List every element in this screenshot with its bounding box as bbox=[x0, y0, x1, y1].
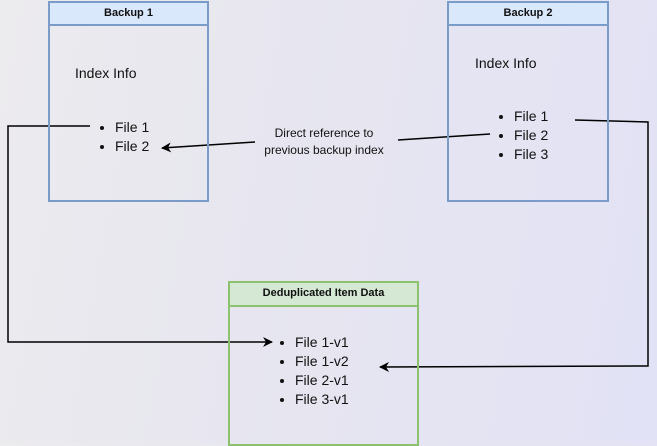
edge-label: Direct reference to previous backup inde… bbox=[253, 125, 395, 159]
dedup-title: Deduplicated Item Data bbox=[230, 283, 417, 307]
dedup-box[interactable]: Deduplicated Item Data File 1-v1 File 1-… bbox=[228, 281, 419, 446]
edge-label-line2: previous backup index bbox=[264, 143, 384, 157]
list-item: File 3-v1 bbox=[295, 390, 349, 409]
dedup-file-list: File 1-v1 File 1-v2 File 2-v1 File 3-v1 bbox=[277, 333, 349, 409]
backup2-box[interactable]: Backup 2 Index Info File 1 File 2 File 3 bbox=[447, 1, 609, 202]
list-item: File 1-v2 bbox=[295, 352, 349, 371]
edge-backup2-file2-segment bbox=[397, 133, 491, 141]
backup1-file-list: File 1 File 2 bbox=[97, 118, 149, 156]
list-item: File 1 bbox=[115, 118, 149, 137]
list-item: File 1-v1 bbox=[295, 333, 349, 352]
backup2-title: Backup 2 bbox=[449, 3, 607, 26]
list-item: File 1 bbox=[514, 107, 548, 126]
edge-label-line1: Direct reference to bbox=[274, 126, 374, 140]
list-item: File 2-v1 bbox=[295, 371, 349, 390]
backup1-box[interactable]: Backup 1 Index Info File 1 File 2 bbox=[48, 1, 209, 202]
backup2-index-info: Index Info bbox=[475, 55, 537, 71]
backup2-file-list: File 1 File 2 File 3 bbox=[496, 107, 548, 164]
backup1-index-info: Index Info bbox=[75, 65, 137, 81]
list-item: File 2 bbox=[115, 137, 149, 156]
list-item: File 3 bbox=[514, 145, 548, 164]
backup1-title: Backup 1 bbox=[50, 3, 207, 26]
edge-backup2-file1-to-dedup bbox=[379, 119, 649, 372]
list-item: File 2 bbox=[514, 126, 548, 145]
